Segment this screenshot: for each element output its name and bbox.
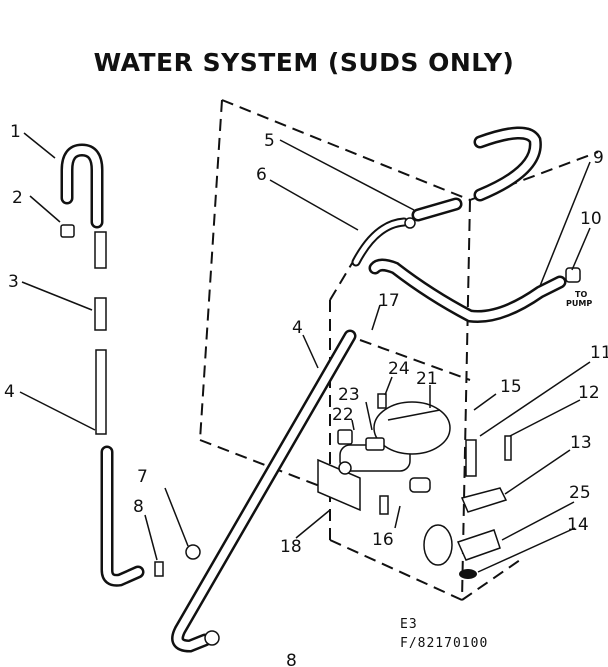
label-part-9: 9 bbox=[593, 148, 604, 168]
label-part-12: 12 bbox=[578, 383, 600, 403]
part-6-elbow bbox=[351, 217, 416, 267]
part-4-diagonal-hose bbox=[171, 329, 357, 653]
part-10-clamp bbox=[565, 267, 581, 283]
hose-segment bbox=[94, 231, 107, 269]
to-pump-label-line2: PUMP bbox=[566, 299, 592, 308]
part-14-washer bbox=[459, 569, 477, 579]
part-5-hose bbox=[411, 197, 463, 222]
cabinet-outline bbox=[199, 99, 599, 601]
diagram-code-line1: E3 bbox=[400, 617, 418, 632]
part-1-hose bbox=[60, 143, 104, 229]
label-part-21: 21 bbox=[416, 369, 438, 389]
label-part-23: 23 bbox=[338, 385, 360, 405]
to-pump-label-line1: TO bbox=[575, 290, 587, 299]
part-25-cup bbox=[456, 529, 501, 561]
part-3-coupler bbox=[94, 297, 107, 331]
label-part-4-diagonal: 4 bbox=[292, 318, 303, 338]
diagram-title: WATER SYSTEM (SUDS ONLY) bbox=[93, 48, 515, 77]
label-part-5: 5 bbox=[264, 131, 275, 151]
hose-lower-left bbox=[100, 445, 145, 587]
part-11-pin bbox=[465, 439, 477, 477]
label-part-7: 7 bbox=[137, 467, 148, 487]
label-part-13: 13 bbox=[570, 433, 592, 453]
label-part-10: 10 bbox=[580, 209, 602, 229]
pump-port bbox=[423, 524, 453, 566]
label-part-11: 11 bbox=[590, 343, 608, 363]
part-9-hose bbox=[368, 258, 567, 323]
label-part-8-upper: 8 bbox=[133, 497, 144, 517]
part-13-bracket bbox=[460, 487, 508, 513]
part-8-clamp-lower bbox=[204, 630, 220, 646]
label-part-4: 4 bbox=[4, 382, 15, 402]
label-part-22: 22 bbox=[332, 405, 354, 425]
label-part-16: 16 bbox=[372, 530, 394, 550]
part-12-screw bbox=[504, 435, 512, 461]
diagram-code-line2: F/82170100 bbox=[400, 636, 489, 651]
part-4-hose bbox=[95, 349, 107, 435]
label-part-2: 2 bbox=[12, 188, 23, 208]
label-part-6: 6 bbox=[256, 165, 267, 185]
part-8-clamp-upper bbox=[154, 561, 164, 577]
top-curved-hose bbox=[473, 126, 542, 202]
label-part-15: 15 bbox=[500, 377, 522, 397]
label-part-8-lower: 8 bbox=[286, 651, 297, 667]
label-part-3: 3 bbox=[8, 272, 19, 292]
part-2-cap bbox=[60, 224, 75, 238]
leader-lines bbox=[19, 132, 591, 573]
label-part-1: 1 bbox=[10, 122, 21, 142]
part-7-fitting bbox=[185, 544, 201, 560]
label-part-18: 18 bbox=[280, 537, 302, 557]
label-part-14: 14 bbox=[567, 515, 589, 535]
label-part-25: 25 bbox=[569, 483, 591, 503]
label-part-17: 17 bbox=[378, 291, 400, 311]
water-valve-assembly bbox=[317, 393, 451, 515]
label-part-24: 24 bbox=[388, 359, 410, 379]
